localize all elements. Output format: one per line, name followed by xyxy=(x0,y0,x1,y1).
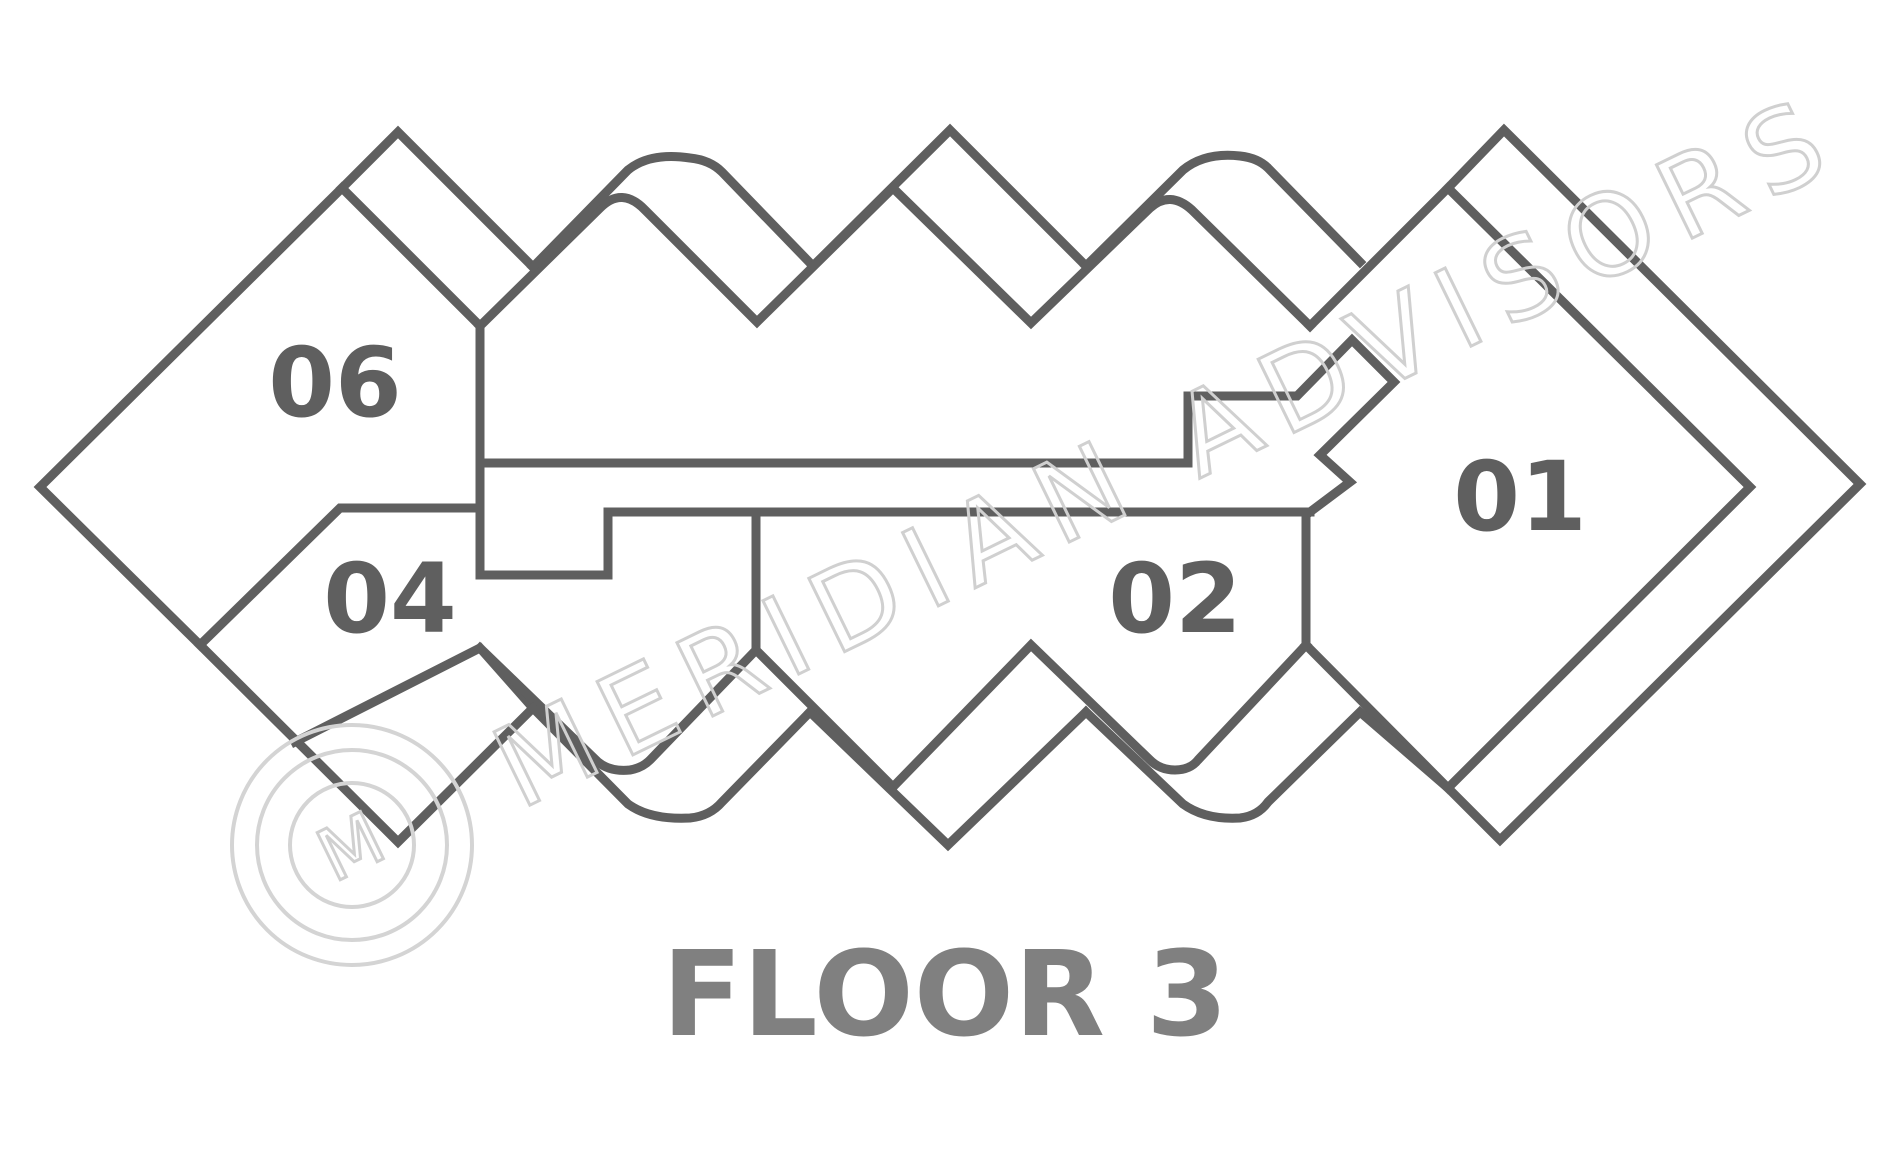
unit-01-label: 01 xyxy=(1453,441,1587,553)
watermark-logo: M xyxy=(230,723,474,967)
lower-wall-band xyxy=(193,638,1455,852)
floor-title: FLOOR 3 xyxy=(662,925,1228,1063)
unit-04-label: 04 xyxy=(323,543,457,655)
corridor xyxy=(475,333,1401,655)
watermark-logo-letter: M xyxy=(305,795,398,898)
upper-wall-band xyxy=(473,123,1367,333)
unit-01-outline xyxy=(1299,123,1867,847)
unit-02-label: 02 xyxy=(1108,543,1242,655)
unit-06-label: 06 xyxy=(268,327,402,439)
